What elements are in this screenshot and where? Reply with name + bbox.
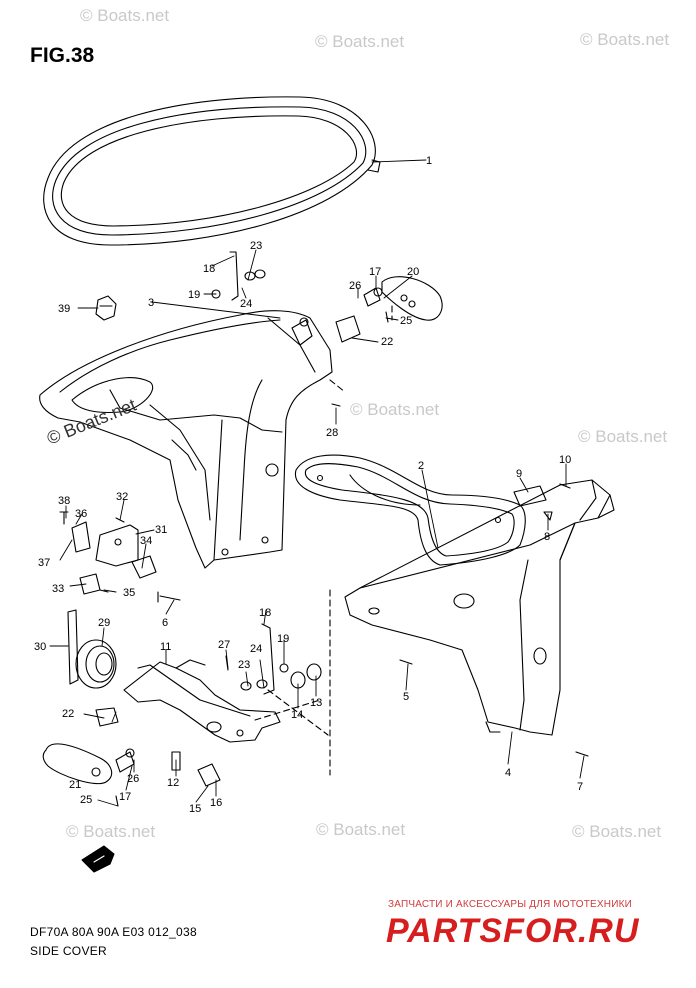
callout-29: 29: [98, 617, 110, 629]
seal-ring-part: [43, 96, 381, 246]
callout-30: 30: [34, 641, 46, 653]
callout-25-upper: 25: [400, 315, 412, 327]
callout-32: 32: [116, 491, 128, 503]
inner-frame-part: [294, 454, 526, 566]
callout-38: 38: [58, 495, 70, 507]
callout-21: 21: [69, 779, 81, 791]
callout-3: 3: [148, 297, 154, 309]
callout-17-lower: 17: [119, 791, 131, 803]
shop-tagline: ЗАПЧАСТИ И АКСЕССУАРЫ ДЛЯ МОТОТЕХНИКИ: [388, 899, 633, 910]
callout-13: 13: [310, 697, 322, 709]
callout-33: 33: [52, 583, 64, 595]
callout-12: 12: [167, 777, 179, 789]
callout-16: 16: [210, 797, 222, 809]
figure-title: FIG.38: [30, 44, 95, 67]
callout-24-upper: 24: [240, 298, 252, 310]
side-cover-part: [344, 479, 615, 736]
callout-35: 35: [123, 587, 135, 599]
front-arrow-icon: [81, 845, 115, 873]
callout-17-upper: 17: [369, 266, 381, 278]
callout-1: 1: [426, 155, 432, 167]
callout-15: 15: [189, 803, 201, 815]
callout-24-lower: 24: [250, 643, 262, 655]
callout-5-mid: 5: [403, 691, 409, 703]
callout-26-upper: 26: [349, 280, 361, 292]
callout-10: 10: [559, 454, 571, 466]
callout-20: 20: [407, 266, 419, 278]
watermark-right-edge: © Boats.net: [578, 427, 668, 446]
callout-39: 39: [58, 303, 70, 315]
callout-25-lower: 25: [80, 794, 92, 806]
callout-11: 11: [160, 641, 171, 653]
watermark-top-center: © Boats.net: [80, 6, 170, 25]
callout-9: 9: [516, 468, 522, 480]
model-caption: DF70A 80A 90A E03 012_038: [30, 925, 197, 939]
watermark-bottom-left: © Boats.net: [66, 822, 156, 841]
callout-2: 2: [418, 460, 424, 472]
callout-28: 28: [326, 427, 338, 439]
callout-8: 8: [544, 531, 550, 543]
callout-19-upper: 19: [188, 289, 200, 301]
callout-23-upper: 23: [250, 240, 262, 252]
callout-leaders: [49, 159, 585, 807]
callout-26-lower: 26: [127, 773, 139, 785]
watermark-top-right-2: © Boats.net: [315, 32, 405, 51]
callout-34: 34: [140, 535, 152, 547]
callout-18-lower: 18: [259, 607, 271, 619]
watermark-top-right: © Boats.net: [580, 30, 670, 49]
small-parts-left: [42, 295, 322, 807]
callout-4: 4: [505, 767, 511, 779]
callout-37: 37: [38, 557, 50, 569]
callout-numbers: 1 2 3 4 5 6 7 8 9 10 11 12 13 14 15 16 1…: [34, 155, 583, 815]
watermark-bottom-right: © Boats.net: [572, 822, 662, 841]
callout-14: 14: [291, 709, 303, 721]
callout-19-lower: 19: [277, 633, 289, 645]
callout-31: 31: [155, 524, 167, 536]
bracket-assembly-part: [123, 659, 281, 743]
alignment-lines: [254, 305, 393, 776]
watermark-bottom-center: © Boats.net: [316, 820, 406, 839]
callout-6: 6: [162, 617, 168, 629]
shop-logo: PARTSFOR.RU: [386, 912, 640, 950]
callout-27: 27: [218, 639, 230, 651]
callout-22-upper: 22: [381, 336, 393, 348]
small-parts-right: [211, 251, 589, 757]
callout-18-upper: 18: [203, 263, 215, 275]
callout-36: 36: [75, 508, 87, 520]
watermark-mid-right: © Boats.net: [350, 400, 440, 419]
callout-23-lower: 23: [238, 659, 250, 671]
section-caption: SIDE COVER: [30, 944, 108, 958]
rear-cover-part: [39, 310, 333, 569]
callout-22-lower: 22: [62, 708, 74, 720]
callout-7: 7: [577, 781, 583, 793]
